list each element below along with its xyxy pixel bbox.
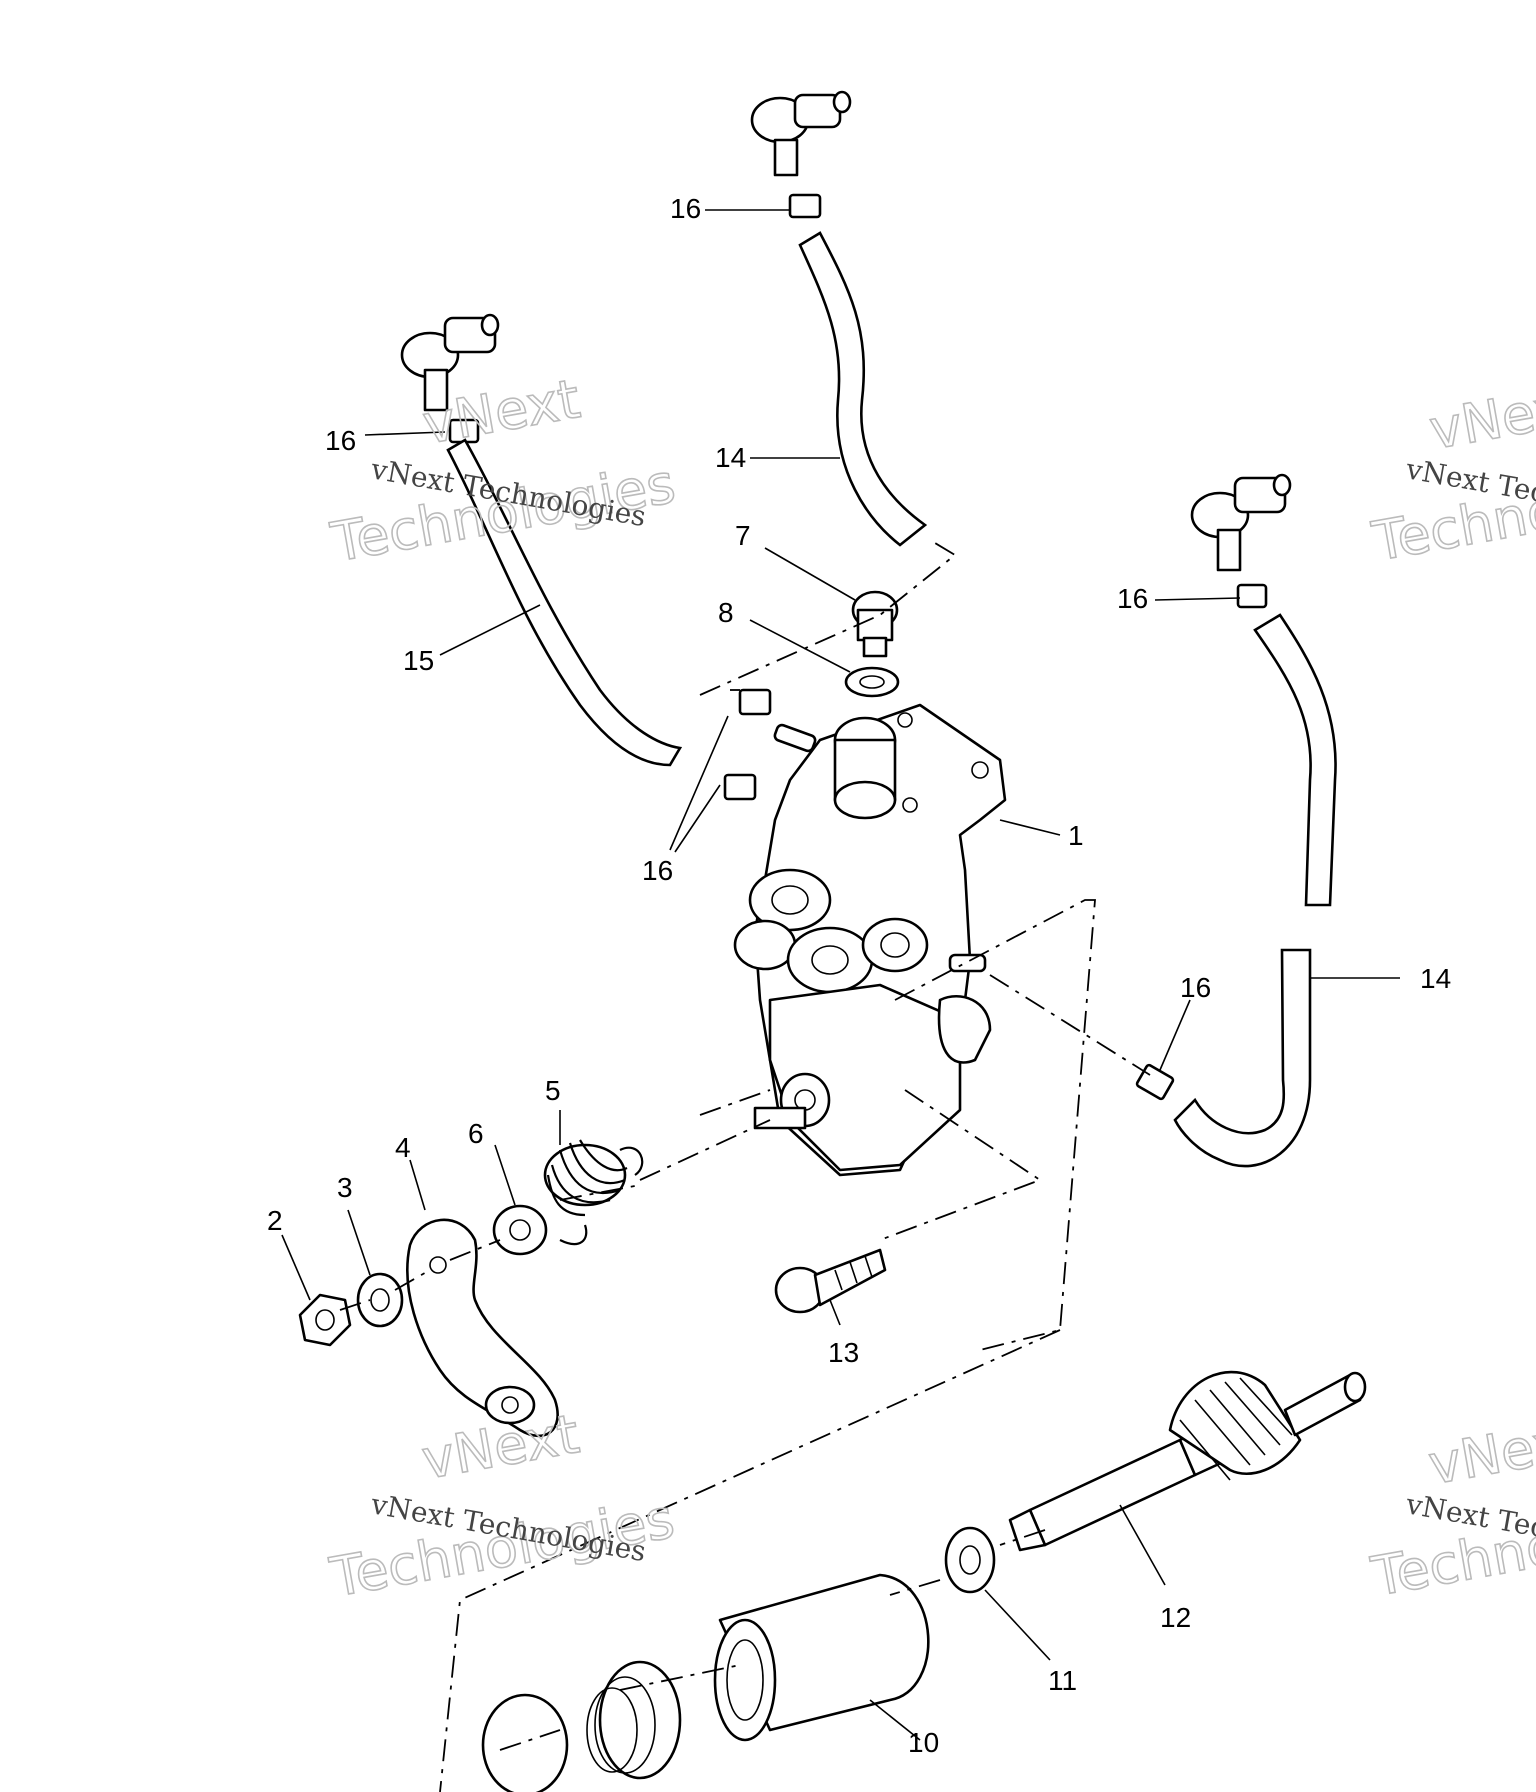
callout-16-lower-right: 16	[1180, 972, 1211, 1003]
lever-hole	[429, 1256, 447, 1274]
callout-6: 6	[468, 1118, 484, 1149]
lever-end	[484, 1385, 536, 1425]
callout-14-right: 14	[1420, 963, 1451, 994]
fitting-right	[1190, 473, 1292, 609]
callout-13: 13	[828, 1337, 859, 1368]
bolt-7	[851, 590, 899, 658]
hose-14-top	[798, 231, 928, 547]
washer-6	[492, 1204, 548, 1256]
washer-11	[944, 1526, 996, 1594]
callout-1: 1	[1068, 820, 1084, 851]
watermark-large-vnext: vNext	[1424, 1407, 1536, 1496]
watermark-large-vnext: vNext	[417, 1402, 583, 1491]
hose-14-right-upper	[1253, 613, 1337, 907]
callout-10: 10	[908, 1727, 939, 1758]
callout-16-right: 16	[1117, 583, 1148, 614]
sleeve-10	[713, 1573, 930, 1742]
fitting-left	[400, 313, 500, 444]
callout-3: 3	[337, 1172, 353, 1203]
callout-8: 8	[718, 597, 734, 628]
spring-5	[543, 1139, 644, 1246]
callout-16-top: 16	[670, 193, 701, 224]
bolt-13	[774, 1248, 887, 1314]
callout-16-left: 16	[325, 425, 356, 456]
oil-pump-body	[723, 688, 1007, 1177]
watermark-bottom-left: vNext Technologies	[325, 1401, 680, 1610]
spring-bottom	[586, 1660, 682, 1780]
callout-11: 11	[1048, 1665, 1077, 1696]
callout-12: 12	[1160, 1602, 1191, 1633]
callout-14-top: 14	[715, 442, 746, 473]
o-ring-bottom	[481, 1693, 569, 1792]
lever-4	[406, 1218, 559, 1438]
callout-15: 15	[403, 645, 434, 676]
hose-14-right-lower	[1173, 948, 1312, 1168]
gear-shaft-12	[1008, 1370, 1367, 1552]
washer-8	[844, 666, 900, 698]
watermark-large-vnext: vNext	[1425, 372, 1536, 461]
nut-2	[298, 1293, 352, 1347]
callout-7: 7	[735, 520, 751, 551]
callout-5: 5	[545, 1075, 561, 1106]
watermark-top-left: vNext Technologies	[325, 366, 680, 575]
washer-3	[356, 1272, 404, 1328]
clip-16-lower-right	[1135, 1063, 1175, 1101]
callout-4: 4	[395, 1132, 411, 1163]
hose-15	[446, 438, 683, 767]
callout-2: 2	[267, 1205, 283, 1236]
callout-16-center: 16	[642, 855, 673, 886]
fitting-top	[750, 90, 852, 219]
